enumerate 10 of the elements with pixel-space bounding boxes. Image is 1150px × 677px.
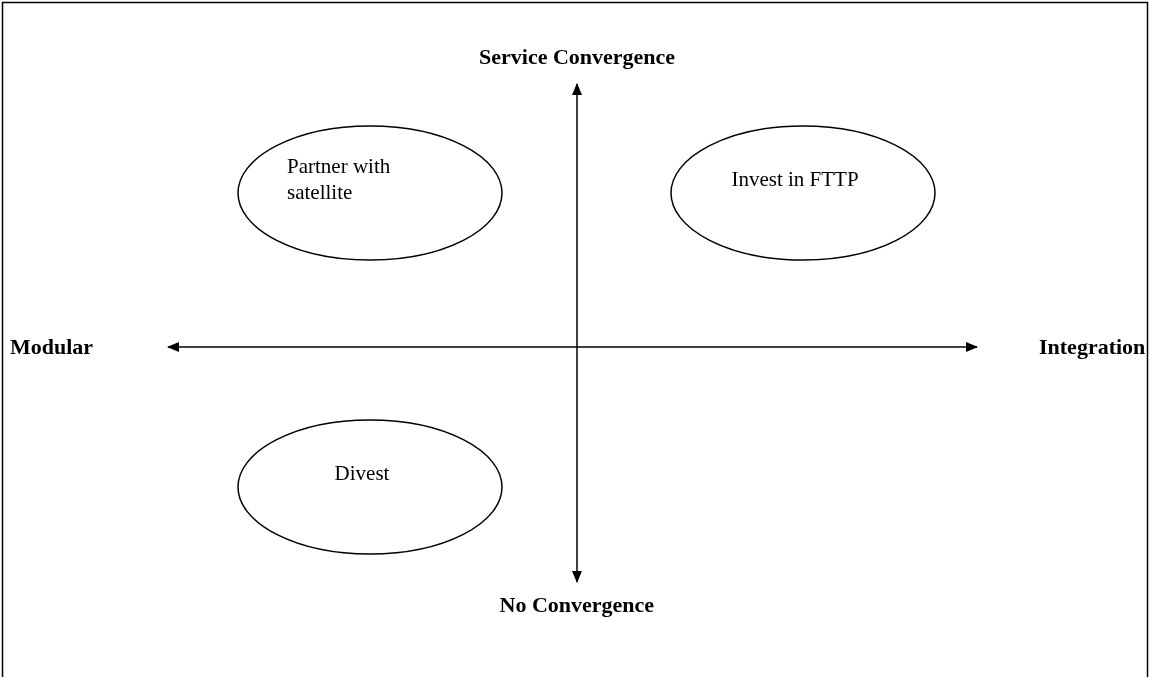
axis-label: No Convergence bbox=[499, 592, 655, 618]
axis-label: Modular bbox=[10, 334, 94, 360]
ellipse-node bbox=[670, 125, 936, 261]
node-text: Partner with satellite bbox=[287, 153, 392, 205]
ellipse-node bbox=[237, 419, 503, 555]
axis-label: Integration bbox=[1039, 334, 1146, 360]
ellipse-node bbox=[237, 125, 503, 261]
node-text: Divest bbox=[334, 460, 390, 486]
node-text: Invest in FTTP bbox=[731, 166, 859, 192]
axis-label: Service Convergence bbox=[479, 44, 676, 70]
